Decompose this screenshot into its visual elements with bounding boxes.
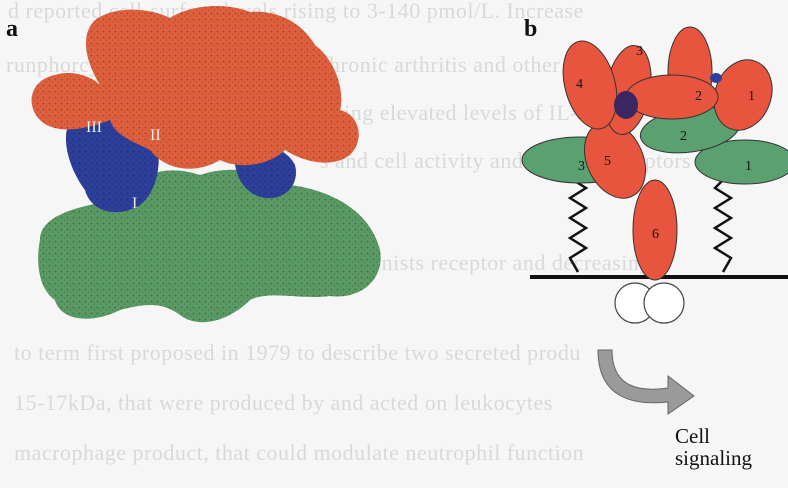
domain-number: 5	[604, 154, 611, 169]
spring-left	[570, 170, 586, 272]
panel-b-label: b	[524, 16, 537, 43]
chain-label-ii: II	[150, 127, 161, 144]
purple-accent	[614, 91, 638, 119]
domain-number: 2	[695, 89, 702, 104]
red-domain-2	[626, 75, 718, 119]
domain-number: 3	[636, 44, 643, 59]
domain-number: 2	[680, 129, 687, 144]
chain-label-iii: III	[86, 119, 102, 136]
signal-arrow	[598, 350, 694, 414]
caption-line-1: Cell	[675, 425, 710, 447]
domain-number: 3	[578, 159, 585, 174]
domain-number: 6	[652, 227, 659, 242]
domain-number: 1	[745, 159, 752, 174]
caption-line-2: signaling	[675, 447, 752, 469]
spring-right	[715, 180, 731, 272]
intracellular-circle-right	[644, 283, 684, 323]
blue-accent	[710, 73, 722, 83]
chain-label-i: I	[132, 195, 137, 212]
domain-number: 1	[748, 89, 755, 104]
domain-number: 4	[576, 77, 583, 92]
